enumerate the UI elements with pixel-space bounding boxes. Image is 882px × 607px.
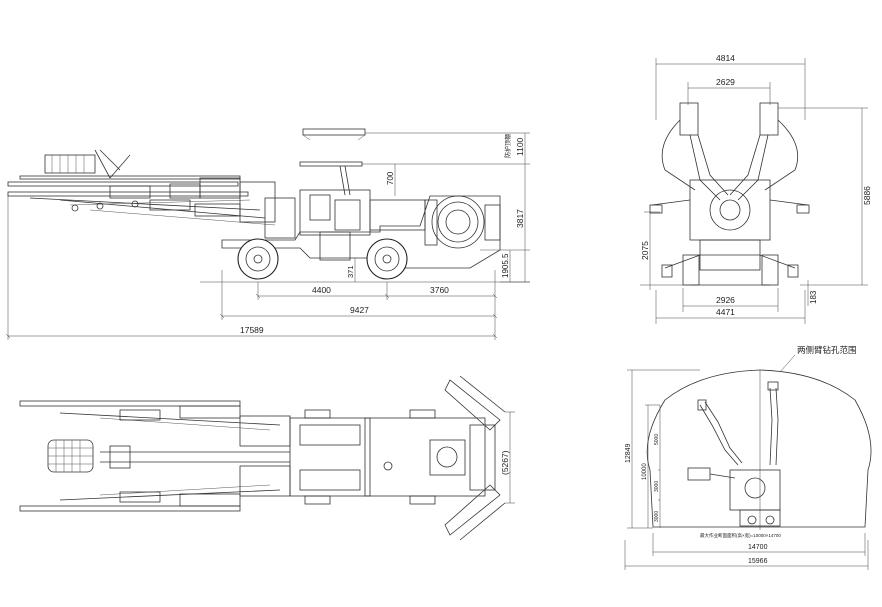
canopy-note: 防护顶棚 — [504, 134, 512, 158]
dim-2075: 2075 — [640, 241, 650, 260]
dim-1100: 1100 — [515, 137, 525, 156]
top-view: (5267) — [19, 375, 515, 541]
dim-5000: 5000 — [654, 434, 660, 445]
dim-4400: 4400 — [312, 285, 331, 295]
dim-5267: (5267) — [500, 450, 510, 475]
coverage-rig — [687, 381, 781, 527]
dim-183: 183 — [809, 290, 818, 304]
work-basket — [44, 149, 131, 179]
dim-2926: 2926 — [716, 295, 735, 305]
dim-3760: 3760 — [430, 285, 449, 295]
front-arms — [661, 102, 799, 201]
front-body — [649, 179, 810, 286]
top-chassis — [289, 375, 506, 541]
wheels-side — [237, 238, 408, 280]
top-basket — [47, 439, 94, 473]
dim-9427: 9427 — [350, 305, 369, 315]
dim-4471: 4471 — [716, 307, 735, 317]
front-dimensions — [640, 58, 868, 324]
dim-3000b: 3000 — [654, 511, 660, 522]
dim-14700: 14700 — [748, 544, 768, 551]
dim-4814: 4814 — [716, 53, 735, 63]
canopy — [299, 128, 366, 196]
dim-12849: 12849 — [625, 443, 632, 463]
coverage-caption: 最大作业断面面积(高×宽)=10000×14700 — [700, 532, 781, 539]
dim-17589: 17589 — [240, 325, 264, 335]
dim-3817: 3817 — [515, 209, 525, 228]
coverage-title: 两侧臂钻孔范围 — [797, 345, 857, 355]
dim-15966: 15966 — [748, 558, 768, 565]
drill-booms — [7, 175, 296, 239]
dim-371: 371 — [346, 265, 355, 278]
dim-700: 700 — [386, 171, 395, 185]
top-dimensions — [505, 411, 515, 504]
front-view: 4814 2629 5886 2075 2926 4471 183 — [640, 53, 872, 324]
dim-5886: 5886 — [862, 186, 872, 205]
dim-2629: 2629 — [716, 77, 735, 87]
dim-3000a: 3000 — [654, 481, 660, 492]
dim-1905: 1905.5 — [501, 253, 510, 278]
dim-10000: 10000 — [642, 463, 648, 480]
coverage-view: 两侧臂钻孔范围 12849 10000 5000 3000 3000 最大作业断… — [624, 345, 872, 570]
top-booms — [19, 400, 291, 512]
coverage-dimensions — [624, 369, 869, 570]
chassis — [221, 189, 501, 269]
side-view: 17589 9427 4400 3760 3817 1100 1905.5 70… — [5, 128, 530, 340]
coverage-envelope — [646, 369, 872, 528]
side-dimensions — [5, 132, 530, 340]
